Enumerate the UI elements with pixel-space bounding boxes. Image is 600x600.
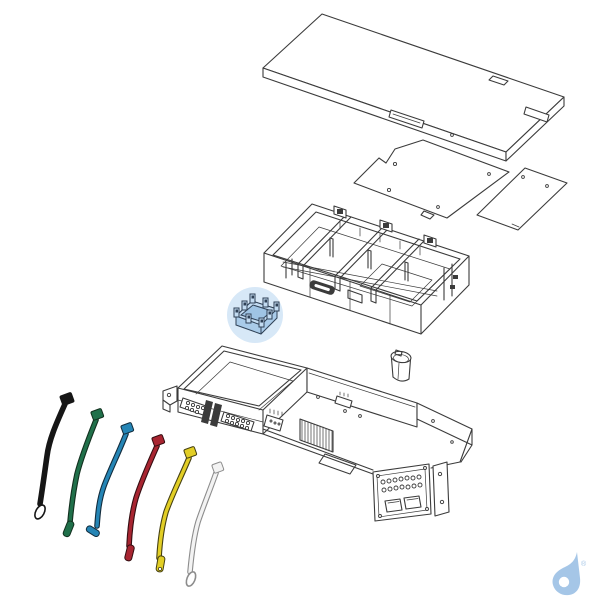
cover-latch-tab: [523, 106, 550, 123]
chassis-floor: [262, 391, 374, 475]
cable-blue: [85, 422, 135, 538]
front-connector-blocks: [179, 397, 255, 432]
floor-ribbed-strip: [299, 418, 334, 453]
terminal-hole: [157, 567, 162, 572]
cable-set: [34, 392, 225, 587]
registered-mark: ®: [581, 560, 587, 568]
floor-small-connector: [334, 391, 353, 409]
highlighted-connector-frame: [227, 287, 283, 343]
cable-terminal: [62, 520, 75, 538]
cable-green: [62, 408, 105, 538]
cable-white: [185, 461, 225, 587]
tray-dividers: [297, 214, 425, 304]
cable-black: [34, 392, 75, 520]
tray-front-slot: [309, 280, 335, 295]
floor-cutout: [318, 453, 357, 475]
chassis-left-bracket: [162, 385, 178, 413]
terminal-row: [380, 474, 423, 493]
tray-clips: [333, 205, 437, 248]
tray-left-tab: [285, 258, 293, 279]
tray-rail: [282, 261, 438, 297]
panel-side-bracket: [432, 461, 450, 517]
cable-red: [124, 434, 166, 562]
tray-front-seams: [309, 267, 391, 325]
cable-connector-head: [59, 392, 75, 406]
floor-pcb-connector: [263, 408, 284, 432]
line-art: ®: [34, 13, 587, 596]
panel-connector: [384, 495, 422, 513]
relay-block: [201, 400, 213, 424]
cover-panel: [262, 13, 565, 162]
cable-connector-head: [120, 422, 135, 435]
tray-inner-box: [359, 263, 433, 303]
cable-terminal: [124, 544, 135, 562]
base-chassis-assembly: [162, 345, 473, 522]
terminal-panel: [372, 461, 450, 522]
tray-right-tab: [453, 275, 458, 279]
frame-posts: [233, 293, 280, 328]
chassis-back-wall: [306, 367, 473, 469]
cable-yellow: [155, 446, 198, 573]
cable-connector-head: [211, 461, 225, 474]
tray-right-tab: [450, 285, 455, 289]
flat-plate-large: [353, 139, 510, 220]
cable-terminal: [85, 525, 100, 538]
relay-block: [210, 403, 222, 427]
tray-front-clip: [347, 289, 363, 304]
cover-latch-tab: [388, 109, 425, 129]
cover-slot: [488, 75, 509, 86]
plate-tab: [420, 210, 435, 220]
cable-connector-head: [183, 446, 198, 459]
cable-connector-head: [151, 434, 166, 447]
cable-connector-head: [90, 408, 105, 421]
flat-plate-small: [476, 167, 568, 231]
component-tray: [263, 203, 470, 335]
cylindrical-component: [390, 349, 412, 382]
cable-terminal: [34, 504, 46, 520]
drop-shape: [552, 552, 581, 596]
water-drop-logo: ®: [552, 552, 587, 596]
tray-right-channel: [443, 263, 453, 301]
cable-terminal: [185, 571, 197, 587]
cylinder-notch: [394, 349, 403, 357]
drop-hole: [558, 576, 570, 588]
